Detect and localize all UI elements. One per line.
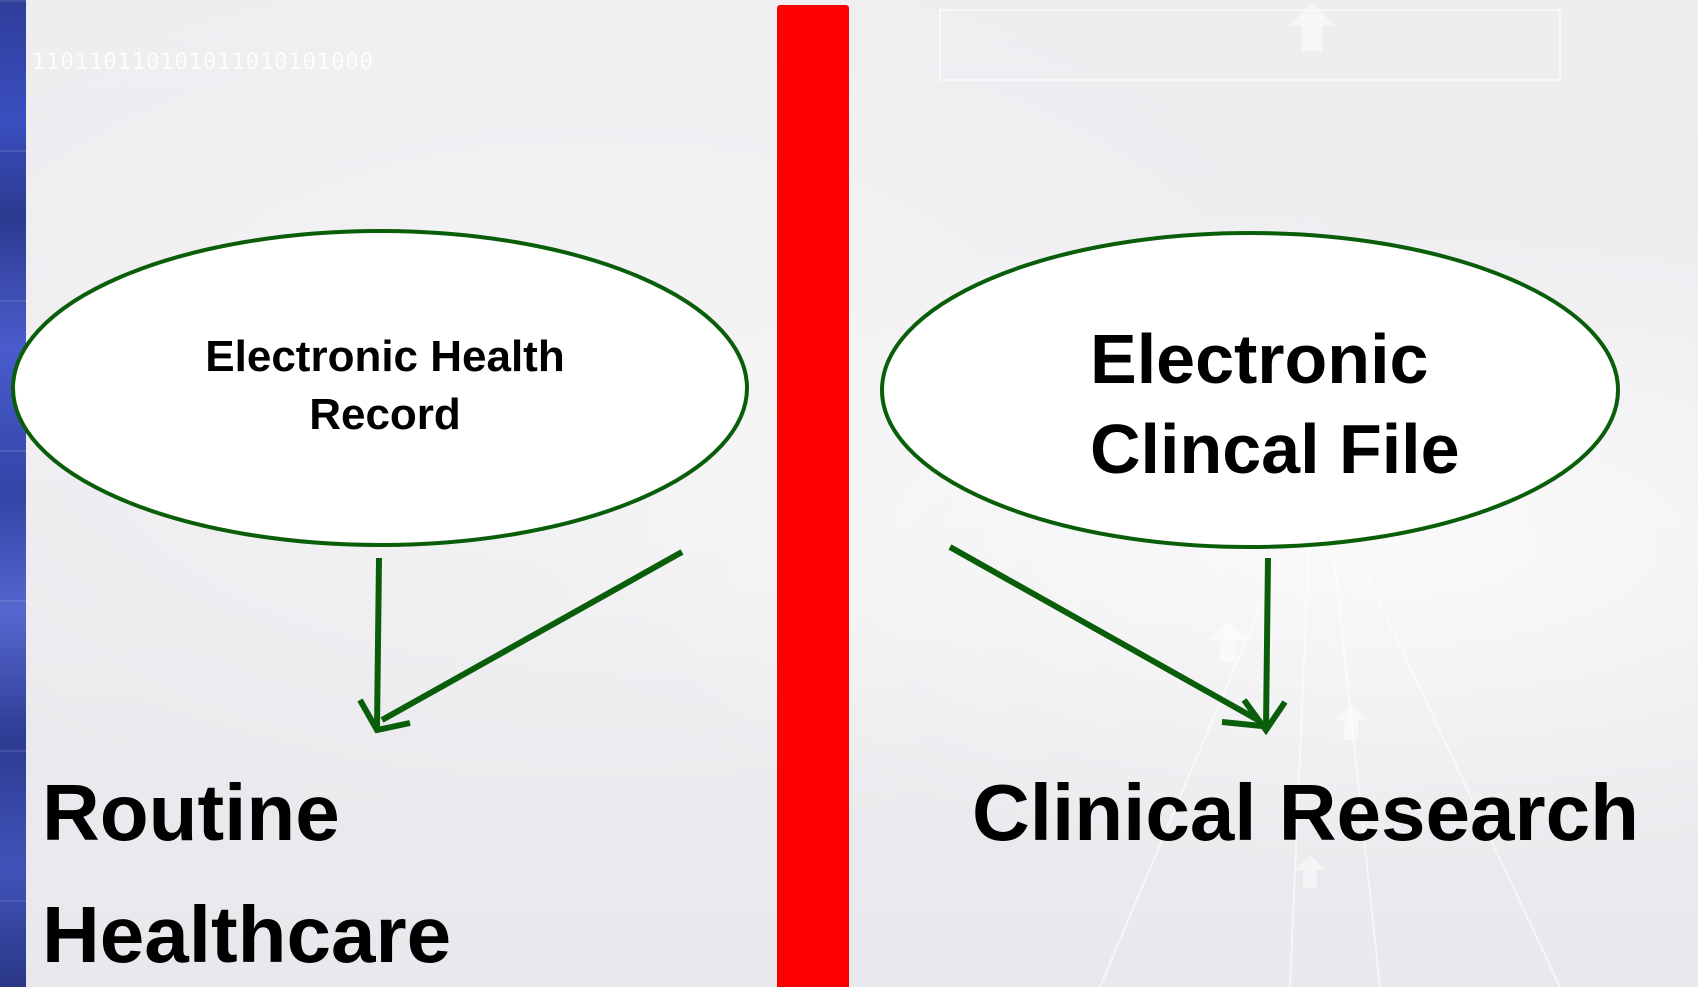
- healthcare-arrowhead-icon: [357, 698, 411, 734]
- left-decorative-strip: [0, 0, 26, 987]
- research-arrowhead-icon: [1241, 698, 1288, 736]
- faint-arrow-icon: [1210, 622, 1246, 662]
- ehr-diagonal-arrow-line: [380, 549, 684, 723]
- ehr-down-arrow-line: [374, 557, 382, 729]
- ecf-ellipse: [880, 231, 1620, 549]
- ehr-ellipse: [11, 229, 749, 547]
- routine-healthcare-label: Routine Healthcare: [42, 752, 451, 987]
- faint-road-line: [1099, 559, 1281, 987]
- faint-frame: [939, 9, 1561, 81]
- ecf-node-label: Electronic Clincal File: [1090, 314, 1460, 494]
- research-arrowhead-icon: [1221, 719, 1263, 729]
- red-divider-bar: [777, 5, 849, 987]
- strip-pattern: [0, 0, 26, 987]
- faint-road-line: [1289, 519, 1311, 987]
- ehr-node-label: Electronic Health Record: [205, 332, 565, 439]
- routine-label-line: Routine: [42, 768, 340, 857]
- ecf-label-line: Clincal File: [1090, 410, 1460, 488]
- binary-watermark: 110110110101011010101000: [32, 50, 374, 75]
- faint-arrow-icon: [1295, 855, 1325, 888]
- routine-label-line: Healthcare: [42, 890, 452, 979]
- ecf-diagonal-arrow-line: [948, 544, 1260, 723]
- faint-road-line: [1359, 559, 1561, 987]
- faint-arrow-icon: [1335, 704, 1367, 740]
- faint-road-line: [1329, 519, 1381, 987]
- ecf-down-arrow-line: [1263, 557, 1271, 729]
- ecf-label-line: Electronic: [1090, 320, 1429, 398]
- faint-arrow-icon: [1290, 3, 1334, 51]
- clinical-research-label: Clinical Research: [972, 768, 1639, 857]
